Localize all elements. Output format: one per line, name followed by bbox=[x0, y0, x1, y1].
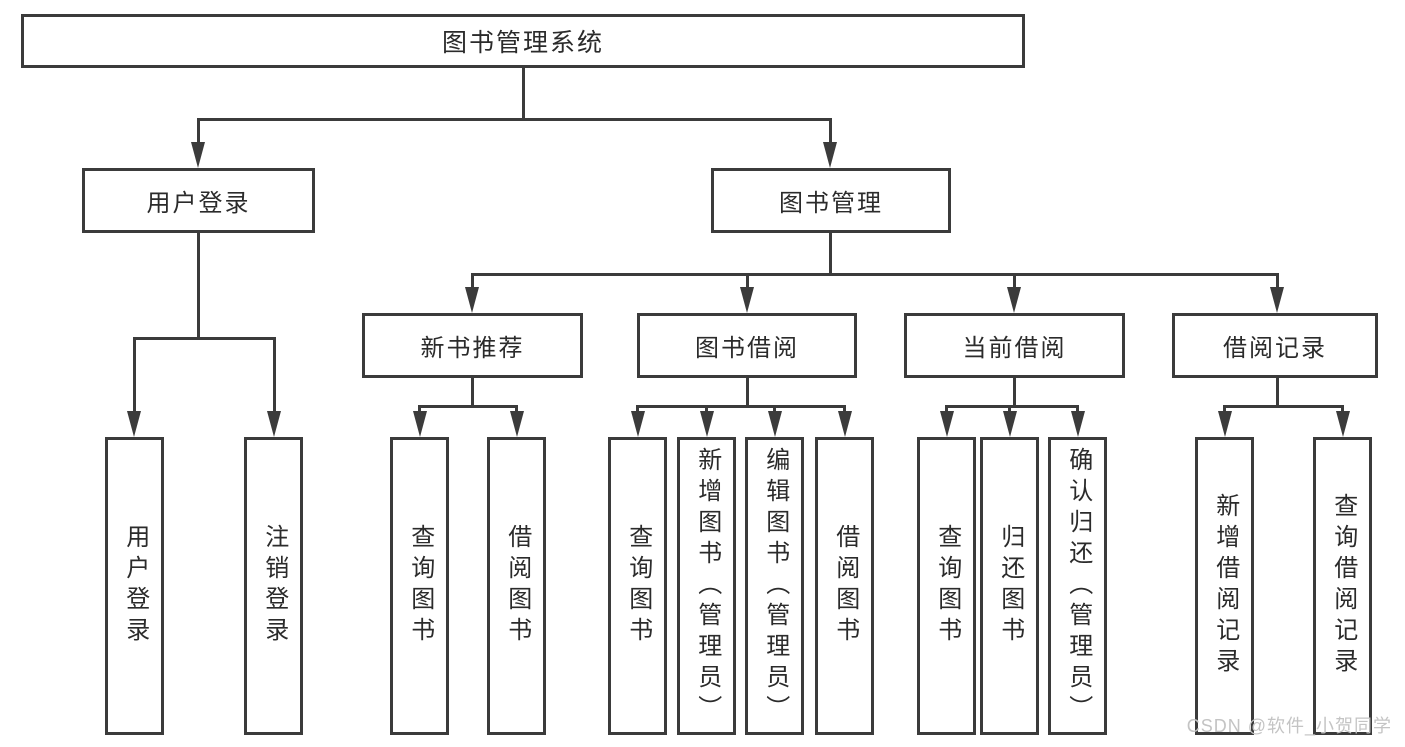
connector-book-borrow-hline bbox=[636, 405, 846, 408]
node-root: 图书管理系统 bbox=[21, 14, 1025, 68]
leaf-nb-query-books: 查询图书 bbox=[390, 437, 449, 735]
node-user-login-label: 用户登录 bbox=[146, 190, 251, 217]
leaf-cb-confirm-return-admin-label: 确认归还（管理员） bbox=[1064, 446, 1092, 726]
node-book-borrow: 图书借阅 bbox=[637, 313, 857, 378]
leaf-nb-query-books-label: 查询图书 bbox=[406, 524, 434, 648]
leaf-logout-label: 注销登录 bbox=[260, 524, 288, 648]
node-borrow-records-label: 借阅记录 bbox=[1223, 335, 1327, 362]
connector-book-management-stem bbox=[828, 233, 832, 276]
leaf-br-query-record: 查询借阅记录 bbox=[1313, 437, 1372, 735]
connector-leaf-logout-drop bbox=[272, 337, 276, 414]
connector-borrow-records-stem bbox=[1275, 378, 1279, 408]
leaf-cb-confirm-return-admin: 确认归还（管理员） bbox=[1048, 437, 1107, 735]
leaf-br-add-record-label: 新增借阅记录 bbox=[1211, 493, 1239, 679]
connector-cb-query-drop bbox=[945, 405, 948, 415]
connector-book-borrow-stem bbox=[745, 378, 749, 408]
connector-current-borrow-stem bbox=[1012, 378, 1016, 408]
connector-cb-confirm-drop bbox=[1076, 405, 1079, 415]
arrowhead-bb-edit-icon bbox=[767, 411, 782, 437]
leaf-cb-return-books-label: 归还图书 bbox=[996, 524, 1024, 648]
node-book-borrow-label: 图书借阅 bbox=[695, 335, 799, 362]
connector-user-login-stem bbox=[196, 233, 200, 340]
leaf-bb-borrow-books: 借阅图书 bbox=[815, 437, 874, 735]
connector-new-book-stem bbox=[470, 378, 474, 408]
arrowhead-current-borrow-icon bbox=[1007, 287, 1021, 313]
arrowhead-user-login-icon bbox=[191, 142, 205, 168]
leaf-bb-borrow-books-label: 借阅图书 bbox=[831, 524, 859, 648]
connector-nb-query-drop bbox=[418, 405, 421, 415]
connector-new-book-drop bbox=[470, 273, 474, 290]
arrowhead-new-book-icon bbox=[465, 287, 479, 313]
leaf-bb-add-book-admin-label: 新增图书（管理员） bbox=[693, 446, 721, 726]
connector-book-borrow-drop bbox=[745, 273, 749, 290]
arrowhead-nb-borrow-icon bbox=[509, 411, 524, 437]
leaf-user-login: 用户登录 bbox=[105, 437, 164, 735]
connector-leaf-user-login-drop bbox=[132, 337, 136, 414]
arrowhead-cb-query-icon bbox=[939, 411, 954, 437]
leaf-bb-edit-book-admin: 编辑图书（管理员） bbox=[745, 437, 804, 735]
connector-new-book-hline bbox=[418, 405, 518, 408]
arrowhead-borrow-records-icon bbox=[1270, 287, 1284, 313]
connector-book-management-drop bbox=[828, 118, 832, 146]
leaf-bb-query-books: 查询图书 bbox=[608, 437, 667, 735]
leaf-user-login-label: 用户登录 bbox=[121, 524, 149, 648]
node-book-management: 图书管理 bbox=[711, 168, 951, 233]
leaf-cb-query-books: 查询图书 bbox=[917, 437, 976, 735]
connector-root-stem bbox=[521, 68, 525, 121]
arrowhead-book-borrow-icon bbox=[740, 287, 754, 313]
connector-user-login-hline bbox=[132, 337, 276, 340]
arrowhead-book-management-icon bbox=[823, 142, 837, 168]
leaf-br-query-record-label: 查询借阅记录 bbox=[1329, 493, 1357, 679]
leaf-bb-edit-book-admin-label: 编辑图书（管理员） bbox=[761, 446, 789, 726]
node-borrow-records: 借阅记录 bbox=[1172, 313, 1378, 378]
node-current-borrow: 当前借阅 bbox=[904, 313, 1125, 378]
connector-current-borrow-drop bbox=[1012, 273, 1016, 290]
leaf-bb-add-book-admin: 新增图书（管理员） bbox=[677, 437, 736, 735]
node-new-book-recommend-label: 新书推荐 bbox=[420, 335, 525, 362]
leaf-nb-borrow-books: 借阅图书 bbox=[487, 437, 546, 735]
arrowhead-br-query-icon bbox=[1335, 411, 1350, 437]
arrowhead-br-add-icon bbox=[1217, 411, 1232, 437]
connector-borrow-records-drop bbox=[1275, 273, 1279, 290]
connector-cb-return-drop bbox=[1008, 405, 1011, 415]
connector-root-hline bbox=[196, 118, 832, 121]
leaf-nb-borrow-books-label: 借阅图书 bbox=[503, 524, 531, 648]
arrowhead-nb-query-icon bbox=[412, 411, 427, 437]
arrowhead-leaf-user-login-icon bbox=[127, 411, 141, 437]
leaf-br-add-record: 新增借阅记录 bbox=[1195, 437, 1254, 735]
leaf-cb-query-books-label: 查询图书 bbox=[933, 524, 961, 648]
connector-br-add-drop bbox=[1223, 405, 1226, 415]
leaf-bb-query-books-label: 查询图书 bbox=[624, 524, 652, 648]
arrowhead-cb-return-icon bbox=[1002, 411, 1017, 437]
connector-book-management-hline bbox=[470, 273, 1279, 276]
arrowhead-bb-query-icon bbox=[630, 411, 645, 437]
node-new-book-recommend: 新书推荐 bbox=[362, 313, 583, 378]
leaf-logout: 注销登录 bbox=[244, 437, 303, 735]
leaf-cb-return-books: 归还图书 bbox=[980, 437, 1039, 735]
arrowhead-bb-add-icon bbox=[699, 411, 714, 437]
arrowhead-leaf-logout-icon bbox=[267, 411, 281, 437]
connector-bb-query-drop bbox=[636, 405, 639, 415]
node-root-label: 图书管理系统 bbox=[441, 29, 604, 57]
connector-bb-add-drop bbox=[705, 405, 708, 415]
csdn-watermark: CSDN @软件_小贺同学 bbox=[1186, 716, 1392, 736]
connector-bb-edit-drop bbox=[773, 405, 776, 415]
connector-user-login-drop bbox=[196, 118, 200, 146]
arrowhead-cb-confirm-icon bbox=[1070, 411, 1085, 437]
connector-borrow-records-hline bbox=[1223, 405, 1344, 408]
node-current-borrow-label: 当前借阅 bbox=[962, 335, 1067, 362]
node-book-management-label: 图书管理 bbox=[779, 190, 883, 217]
connector-br-query-drop bbox=[1341, 405, 1344, 415]
connector-nb-borrow-drop bbox=[515, 405, 518, 415]
arrowhead-bb-borrow-icon bbox=[837, 411, 852, 437]
node-user-login: 用户登录 bbox=[82, 168, 315, 233]
connector-bb-borrow-drop bbox=[843, 405, 846, 415]
connector-current-borrow-hline bbox=[945, 405, 1079, 408]
